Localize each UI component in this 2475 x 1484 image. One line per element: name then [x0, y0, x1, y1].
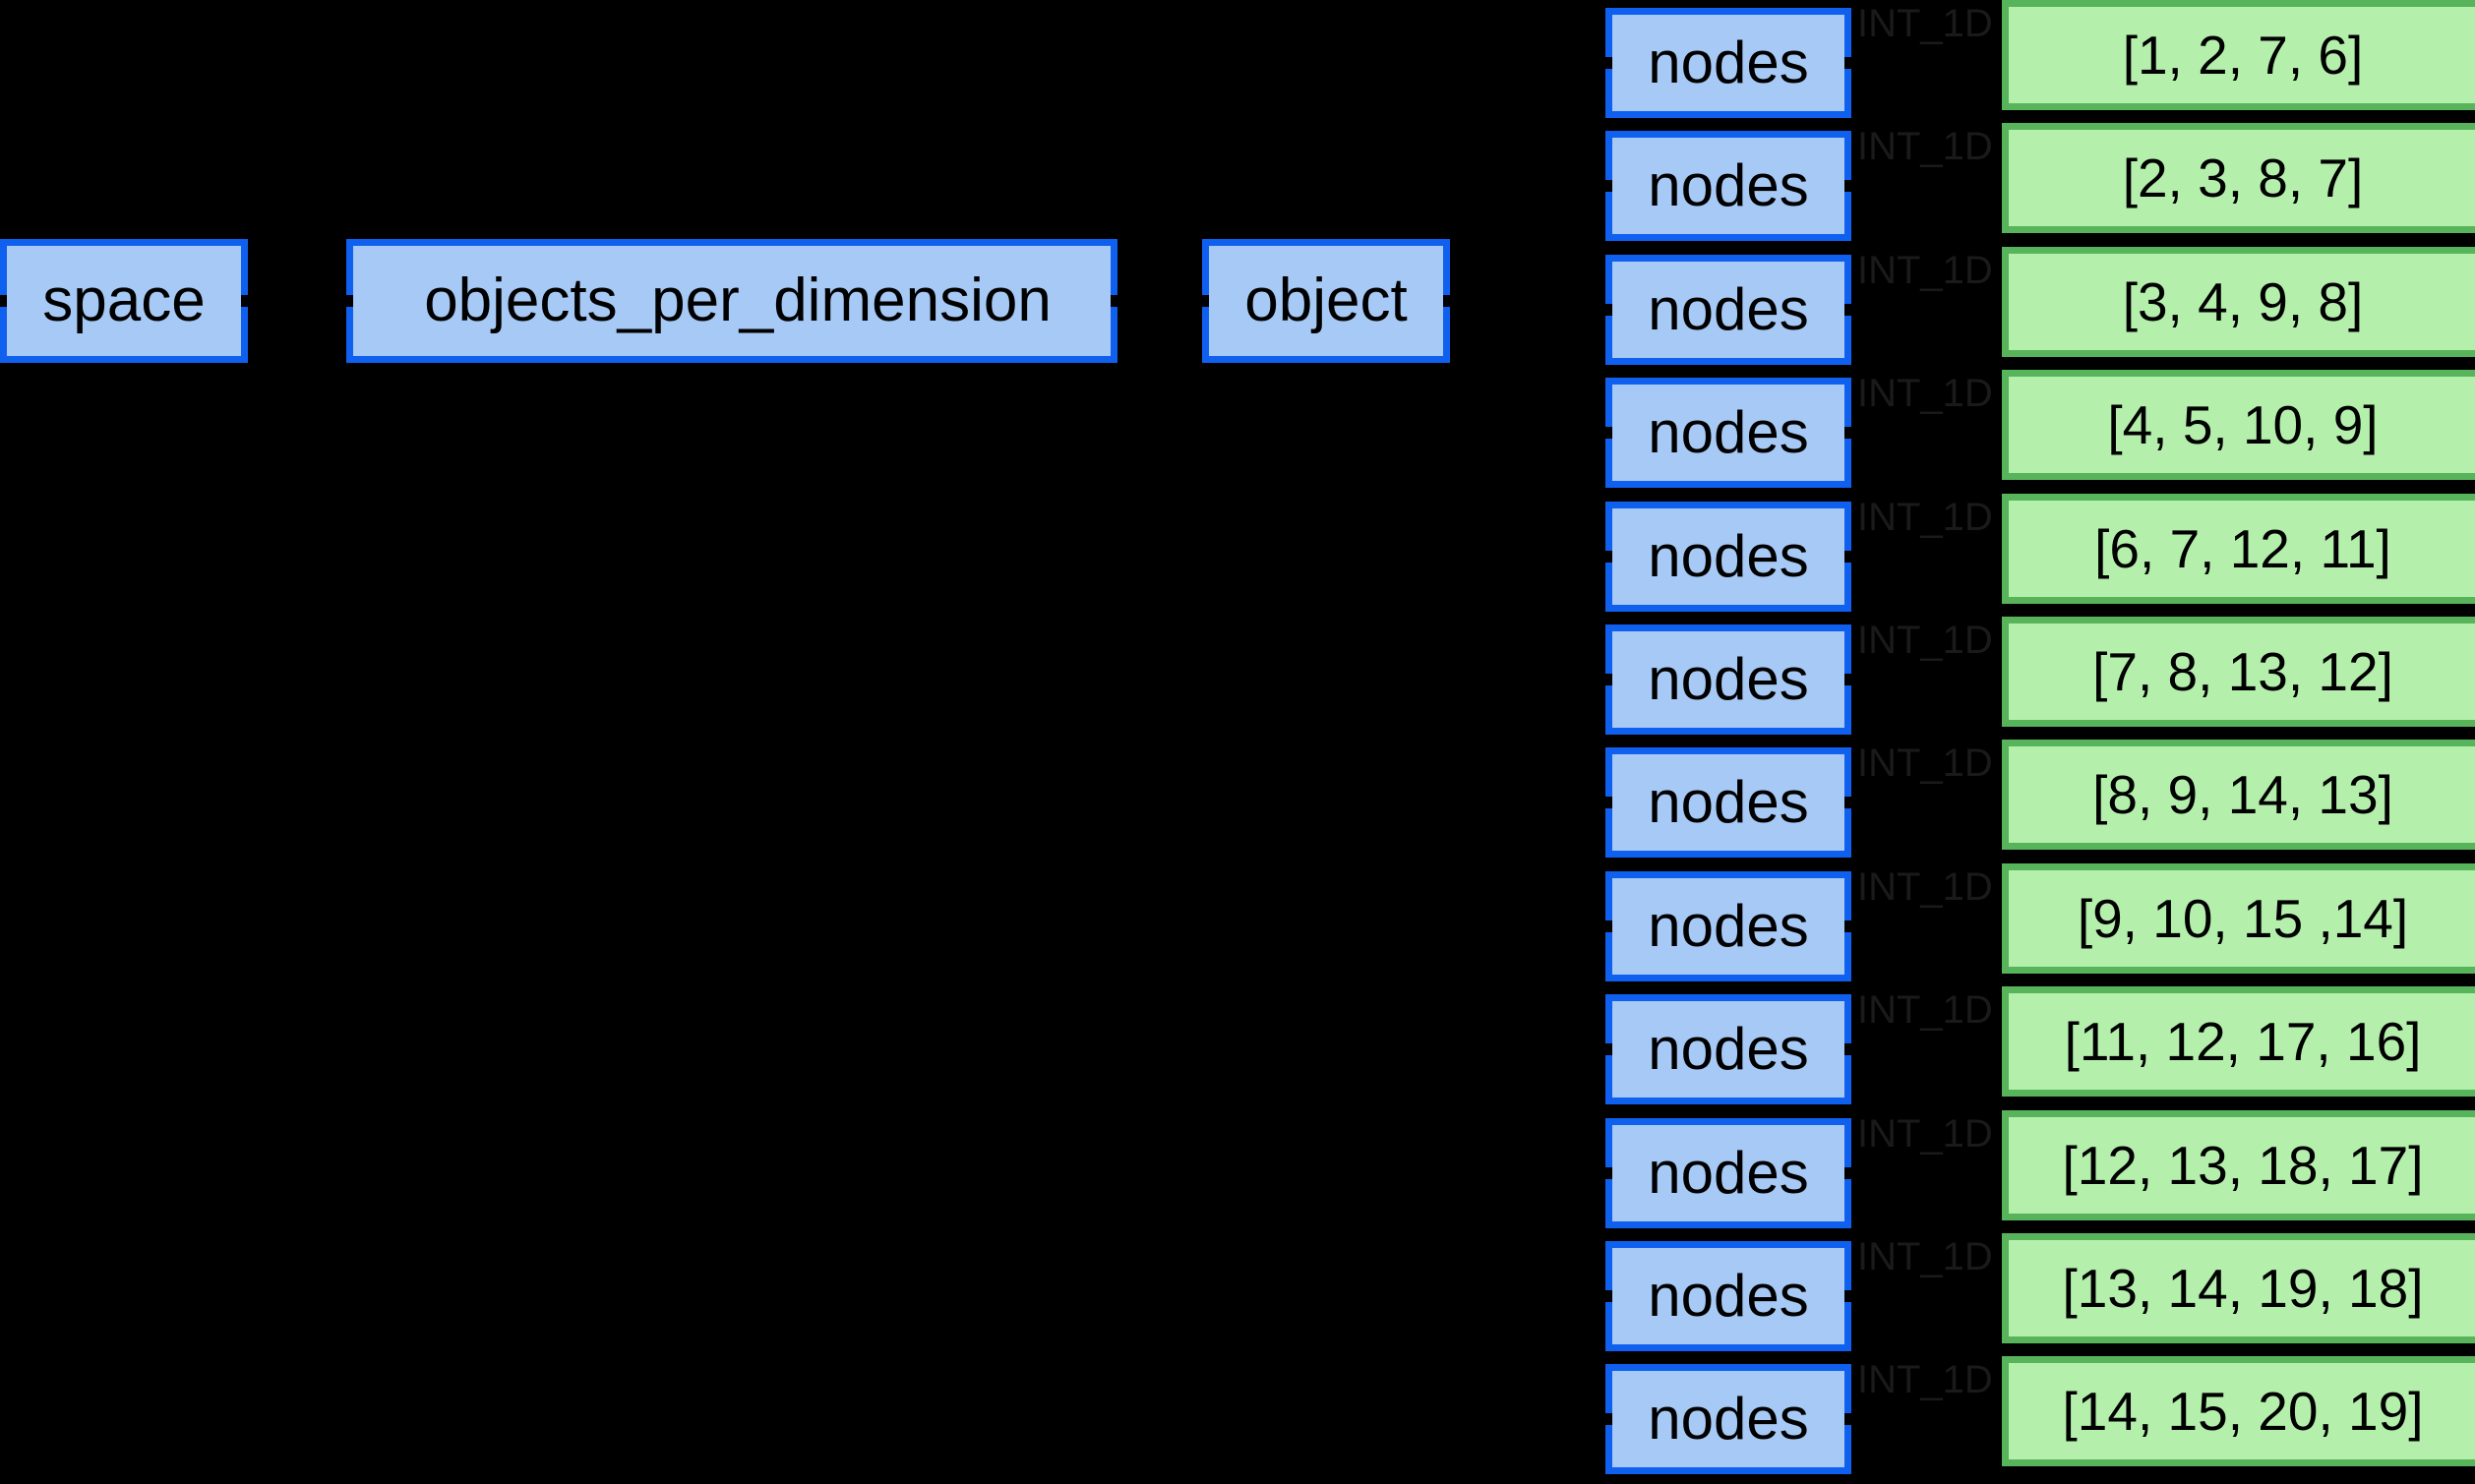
connector-dot-right — [1844, 180, 1856, 192]
connector-dot-left — [1600, 1167, 1612, 1179]
connector-dot-left — [341, 295, 353, 307]
node-array-value[interactable]: [1, 2, 7, 6] — [2002, 0, 2475, 110]
node-nodes-label: nodes — [1648, 1016, 1809, 1082]
node-nodes[interactable]: nodes — [1600, 1241, 1856, 1351]
connector-dot-right — [1844, 1290, 1856, 1302]
edge-type-label: INT_1D — [1857, 125, 1993, 168]
edge-type-label: INT_1D — [1857, 619, 1993, 662]
connector-dot-right — [1844, 674, 1856, 685]
node-objects-per-dimension-label: objects_per_dimension — [424, 267, 1052, 334]
node-array-value[interactable]: [11, 12, 17, 16] — [2002, 986, 2475, 1097]
connector-dot-right — [1844, 1413, 1856, 1425]
array-value-label: [12, 13, 18, 17] — [2062, 1134, 2424, 1196]
node-nodes[interactable]: nodes — [1600, 255, 1856, 365]
node-object-label: object — [1244, 267, 1408, 334]
node-nodes[interactable]: nodes — [1600, 1118, 1856, 1228]
connector-dot-right — [1844, 920, 1856, 932]
connector-dot-right — [1844, 304, 1856, 316]
node-space[interactable]: space — [0, 239, 253, 363]
connector-dot-left — [1600, 180, 1612, 192]
node-nodes-label: nodes — [1648, 1140, 1809, 1206]
node-nodes-label: nodes — [1648, 399, 1809, 465]
edge-type-label: INT_1D — [1857, 1235, 1993, 1278]
node-nodes-label: nodes — [1648, 523, 1809, 589]
connector-dot-left — [1600, 797, 1612, 808]
node-array-value[interactable]: [7, 8, 13, 12] — [2002, 617, 2475, 727]
array-value-label: [14, 15, 20, 19] — [2062, 1380, 2424, 1442]
node-nodes[interactable]: nodes — [1600, 502, 1856, 612]
array-value-label: [8, 9, 14, 13] — [2092, 763, 2393, 825]
array-value-label: [4, 5, 10, 9] — [2107, 393, 2379, 455]
node-nodes[interactable]: nodes — [1600, 871, 1856, 981]
node-nodes-label: nodes — [1648, 893, 1809, 959]
node-array-value[interactable]: [14, 15, 20, 19] — [2002, 1356, 2475, 1466]
edge-type-label: INT_1D — [1857, 1358, 1993, 1401]
edge-type-label: INT_1D — [1857, 988, 1993, 1032]
node-object[interactable]: object — [1197, 239, 1455, 363]
connector-dot-left — [1600, 1043, 1612, 1055]
edge-type-label: INT_1D — [1857, 2, 1993, 45]
connector-dot-right — [1844, 551, 1856, 563]
node-nodes-label: nodes — [1648, 276, 1809, 342]
connector-dot-left — [1197, 295, 1209, 307]
array-value-label: [13, 14, 19, 18] — [2062, 1257, 2424, 1319]
connector-dot-right — [1844, 1043, 1856, 1055]
connector-dot-left — [1600, 920, 1612, 932]
array-value-label: [3, 4, 9, 8] — [2122, 270, 2364, 332]
node-nodes[interactable]: nodes — [1600, 131, 1856, 241]
node-array-value[interactable]: [4, 5, 10, 9] — [2002, 370, 2475, 480]
edge-type-label: INT_1D — [1857, 865, 1993, 909]
node-objects-per-dimension[interactable]: objects_per_dimension — [341, 239, 1122, 363]
connector-dot-right — [1844, 57, 1856, 69]
connector-dot-left — [1600, 304, 1612, 316]
node-nodes-label: nodes — [1648, 769, 1809, 835]
edge-type-label: INT_1D — [1857, 742, 1993, 785]
edge-type-label: INT_1D — [1857, 496, 1993, 539]
array-value-label: [9, 10, 15 ,14] — [2077, 887, 2409, 949]
connector-dot-left — [0, 295, 7, 307]
array-value-label: [6, 7, 12, 11] — [2094, 517, 2391, 579]
node-nodes[interactable]: nodes — [1600, 378, 1856, 488]
connector-dot-right — [1111, 295, 1122, 307]
array-value-label: [7, 8, 13, 12] — [2092, 640, 2393, 702]
node-array-value[interactable]: [13, 14, 19, 18] — [2002, 1233, 2475, 1343]
node-nodes[interactable]: nodes — [1600, 1364, 1856, 1474]
node-nodes-label: nodes — [1648, 152, 1809, 218]
connector-dot-right — [1443, 295, 1455, 307]
connector-dot-right — [1844, 797, 1856, 808]
node-nodes-label: nodes — [1648, 646, 1809, 712]
node-array-value[interactable]: [12, 13, 18, 17] — [2002, 1110, 2475, 1220]
node-nodes[interactable]: nodes — [1600, 747, 1856, 858]
node-array-value[interactable]: [8, 9, 14, 13] — [2002, 740, 2475, 850]
connector-dot-left — [1600, 57, 1612, 69]
connector-dot-left — [1600, 674, 1612, 685]
node-nodes[interactable]: nodes — [1600, 994, 1856, 1104]
node-array-value[interactable]: [2, 3, 8, 7] — [2002, 123, 2475, 233]
array-value-label: [2, 3, 8, 7] — [2122, 147, 2364, 208]
connector-dot-right — [241, 295, 253, 307]
node-array-value[interactable]: [9, 10, 15 ,14] — [2002, 863, 2475, 974]
connector-dot-left — [1600, 427, 1612, 439]
node-nodes[interactable]: nodes — [1600, 624, 1856, 735]
connector-dot-left — [1600, 1290, 1612, 1302]
node-nodes-label: nodes — [1648, 1263, 1809, 1329]
connector-dot-right — [1844, 427, 1856, 439]
node-nodes-label: nodes — [1648, 30, 1809, 95]
array-value-label: [11, 12, 17, 16] — [2064, 1010, 2422, 1072]
edge-type-label: INT_1D — [1857, 372, 1993, 415]
connector-dot-left — [1600, 1413, 1612, 1425]
node-space-label: space — [42, 267, 206, 334]
array-value-label: [1, 2, 7, 6] — [2122, 24, 2364, 86]
node-array-value[interactable]: [6, 7, 12, 11] — [2002, 494, 2475, 604]
edge-type-label: INT_1D — [1857, 1112, 1993, 1156]
node-nodes[interactable]: nodes — [1600, 8, 1856, 118]
connector-dot-right — [1844, 1167, 1856, 1179]
connector-dot-left — [1600, 551, 1612, 563]
node-array-value[interactable]: [3, 4, 9, 8] — [2002, 247, 2475, 357]
node-nodes-label: nodes — [1648, 1386, 1809, 1452]
edge-type-label: INT_1D — [1857, 249, 1993, 292]
